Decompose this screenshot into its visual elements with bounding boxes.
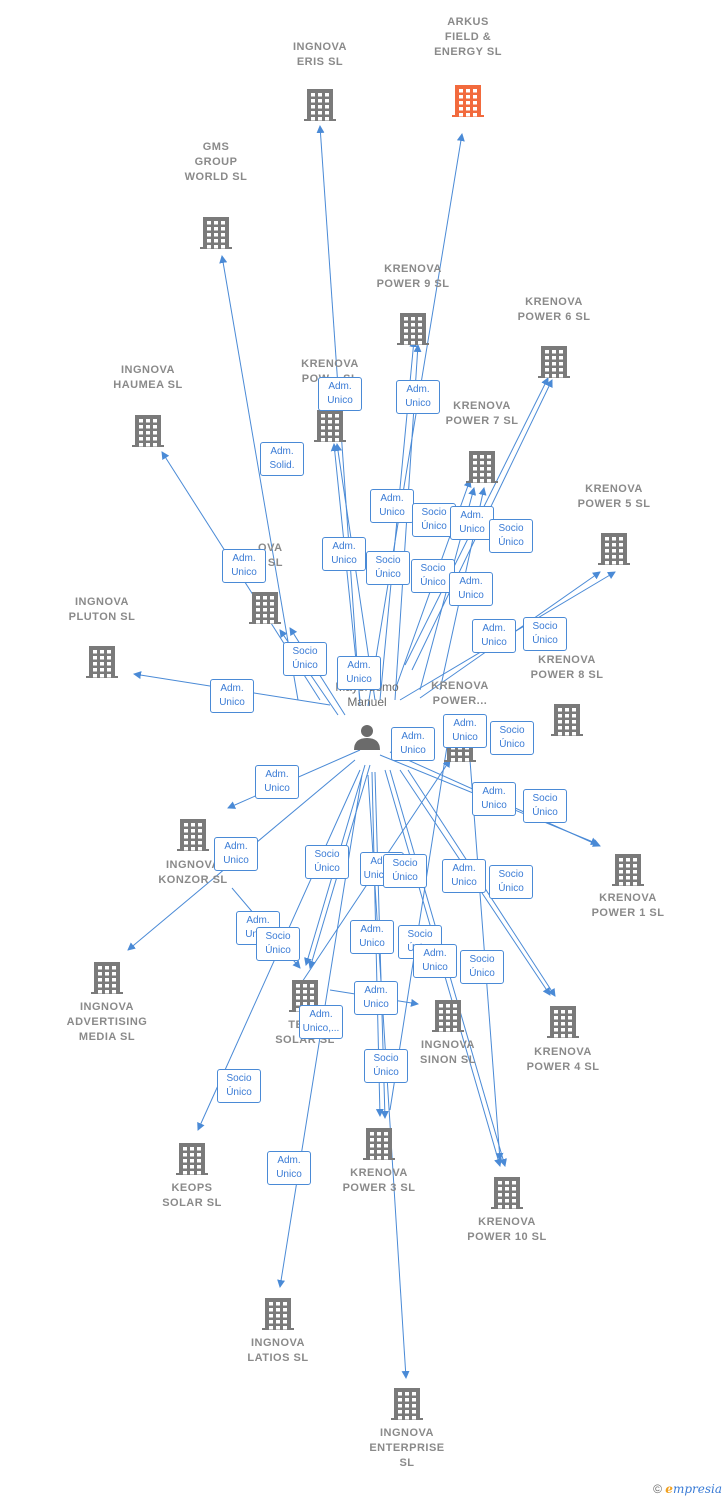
company-label-ingnova-pluton[interactable]: INGNOVA PLUTON SL — [68, 596, 136, 623]
company-label-krenova-8[interactable]: KRENOVA POWER 8 SL — [530, 654, 604, 681]
brand-logo[interactable]: empresia — [665, 1482, 722, 1496]
relation-edge — [367, 133, 465, 707]
building-icon[interactable] — [176, 1143, 208, 1175]
relation-label: Socio Único — [523, 789, 567, 823]
building-icon[interactable] — [177, 819, 209, 851]
building-icon[interactable] — [363, 1128, 395, 1160]
company-label-ingnova-enterprise[interactable]: INGNOVA ENTERPRISE SL — [369, 1427, 445, 1469]
relation-label: Socio Único — [412, 503, 456, 537]
company-label-keops[interactable]: KEOPS SOLAR SL — [162, 1182, 222, 1209]
relation-label: Adm. Unico — [370, 489, 414, 523]
company-label-krenova-6[interactable]: KRENOVA POWER 6 SL — [517, 296, 591, 323]
company-label-krenova-3[interactable]: KRENOVA POWER 3 SL — [342, 1167, 416, 1194]
relation-label: Adm. Unico — [322, 537, 366, 571]
company-label-gms[interactable]: GMS GROUP WORLD SL — [184, 141, 248, 183]
building-icon[interactable] — [598, 533, 630, 565]
building-icon[interactable] — [612, 854, 644, 886]
building-icon[interactable] — [547, 1006, 579, 1038]
company-label-krenova-9[interactable]: KRENOVA POWER 9 SL — [376, 263, 450, 290]
building-icon[interactable] — [538, 346, 570, 378]
relation-label: Adm. Unico — [210, 679, 254, 713]
relation-label: Adm. Unico — [396, 380, 440, 414]
relation-label: Adm. Unico — [442, 859, 486, 893]
relation-label: Adm. Unico — [413, 944, 457, 978]
building-icon[interactable] — [86, 646, 118, 678]
building-icon[interactable] — [397, 313, 429, 345]
relation-label: Socio Único — [489, 519, 533, 553]
relation-label: Socio Único — [523, 617, 567, 651]
relation-label: Adm. Unico — [450, 506, 494, 540]
relation-label: Socio Único — [490, 721, 534, 755]
building-icon[interactable] — [432, 1000, 464, 1032]
company-label-krenova-power-y[interactable]: KRENOVA POWER... — [431, 680, 489, 707]
relation-label: Socio Único — [305, 845, 349, 879]
relation-label: Socio Único — [256, 927, 300, 961]
relation-label: Adm. Unico — [214, 837, 258, 871]
building-icon[interactable] — [200, 217, 232, 249]
building-icon[interactable] — [466, 451, 498, 483]
building-icon[interactable] — [304, 89, 336, 121]
building-icon[interactable] — [132, 415, 164, 447]
relation-label: Socio Único — [217, 1069, 261, 1103]
relation-label: Adm. Unico — [350, 920, 394, 954]
relation-label: Socio Único — [411, 559, 455, 593]
company-label-krenova-5[interactable]: KRENOVA POWER 5 SL — [577, 483, 651, 510]
building-icon[interactable] — [249, 592, 281, 624]
copyright-symbol: © — [653, 1482, 662, 1496]
icons-layer — [86, 85, 644, 1420]
building-icon[interactable] — [452, 85, 484, 117]
building-icon[interactable] — [91, 962, 123, 994]
relation-label: Adm. Solid. — [260, 442, 304, 476]
relation-label: Adm. Unico — [354, 981, 398, 1015]
relation-label: Socio Único — [383, 854, 427, 888]
company-label-ingnova-advertising[interactable]: INGNOVA ADVERTISING MEDIA SL — [66, 1001, 148, 1043]
building-icon[interactable] — [314, 410, 346, 442]
relation-label: Adm. Unico — [255, 765, 299, 799]
company-label-ingnova-haumea[interactable]: INGNOVA HAUMEA SL — [113, 364, 183, 391]
relation-label: Socio Único — [366, 551, 410, 585]
company-label-ingnova-konzor[interactable]: INGNOVA KONZOR SL — [158, 859, 228, 886]
relation-label: Socio Único — [460, 950, 504, 984]
relation-label: Adm. Unico — [472, 619, 516, 653]
company-label-ingnova-sinon[interactable]: INGNOVA SINON SL — [420, 1039, 476, 1066]
company-label-ingnova-eris[interactable]: INGNOVA ERIS SL — [292, 41, 348, 68]
company-label-krenova-7[interactable]: KRENOVA POWER 7 SL — [445, 400, 519, 427]
relation-label: Adm. Unico — [337, 656, 381, 690]
building-icon[interactable] — [391, 1388, 423, 1420]
company-label-ingnova-latios[interactable]: INGNOVA LATIOS SL — [247, 1337, 309, 1364]
relation-label: Socio Único — [283, 642, 327, 676]
relation-label: Adm. Unico — [472, 782, 516, 816]
relation-label: Adm. Unico — [443, 714, 487, 748]
company-label-krenova-1[interactable]: KRENOVA POWER 1 SL — [591, 892, 665, 919]
relation-edge — [219, 255, 299, 701]
building-icon[interactable] — [551, 704, 583, 736]
relation-label: Adm. Unico — [391, 727, 435, 761]
building-icon[interactable] — [262, 1298, 294, 1330]
relation-label: Socio Único — [364, 1049, 408, 1083]
relation-label: Adm. Unico — [222, 549, 266, 583]
company-label-krenova-4[interactable]: KRENOVA POWER 4 SL — [526, 1046, 600, 1073]
relation-label: Adm. Unico — [267, 1151, 311, 1185]
footer-credit: © empresia — [653, 1482, 722, 1496]
relation-label: Adm. Unico — [449, 572, 493, 606]
company-label-krenova-10[interactable]: KRENOVA POWER 10 SL — [467, 1216, 547, 1243]
building-icon[interactable] — [491, 1177, 523, 1209]
relation-label: Socio Único — [489, 865, 533, 899]
person-icon[interactable] — [354, 725, 380, 750]
relation-label: Adm. Unico,... — [299, 1005, 343, 1039]
company-label-arkus[interactable]: ARKUS FIELD & ENERGY SL — [434, 16, 502, 58]
relation-label: Adm. Unico — [318, 377, 362, 411]
